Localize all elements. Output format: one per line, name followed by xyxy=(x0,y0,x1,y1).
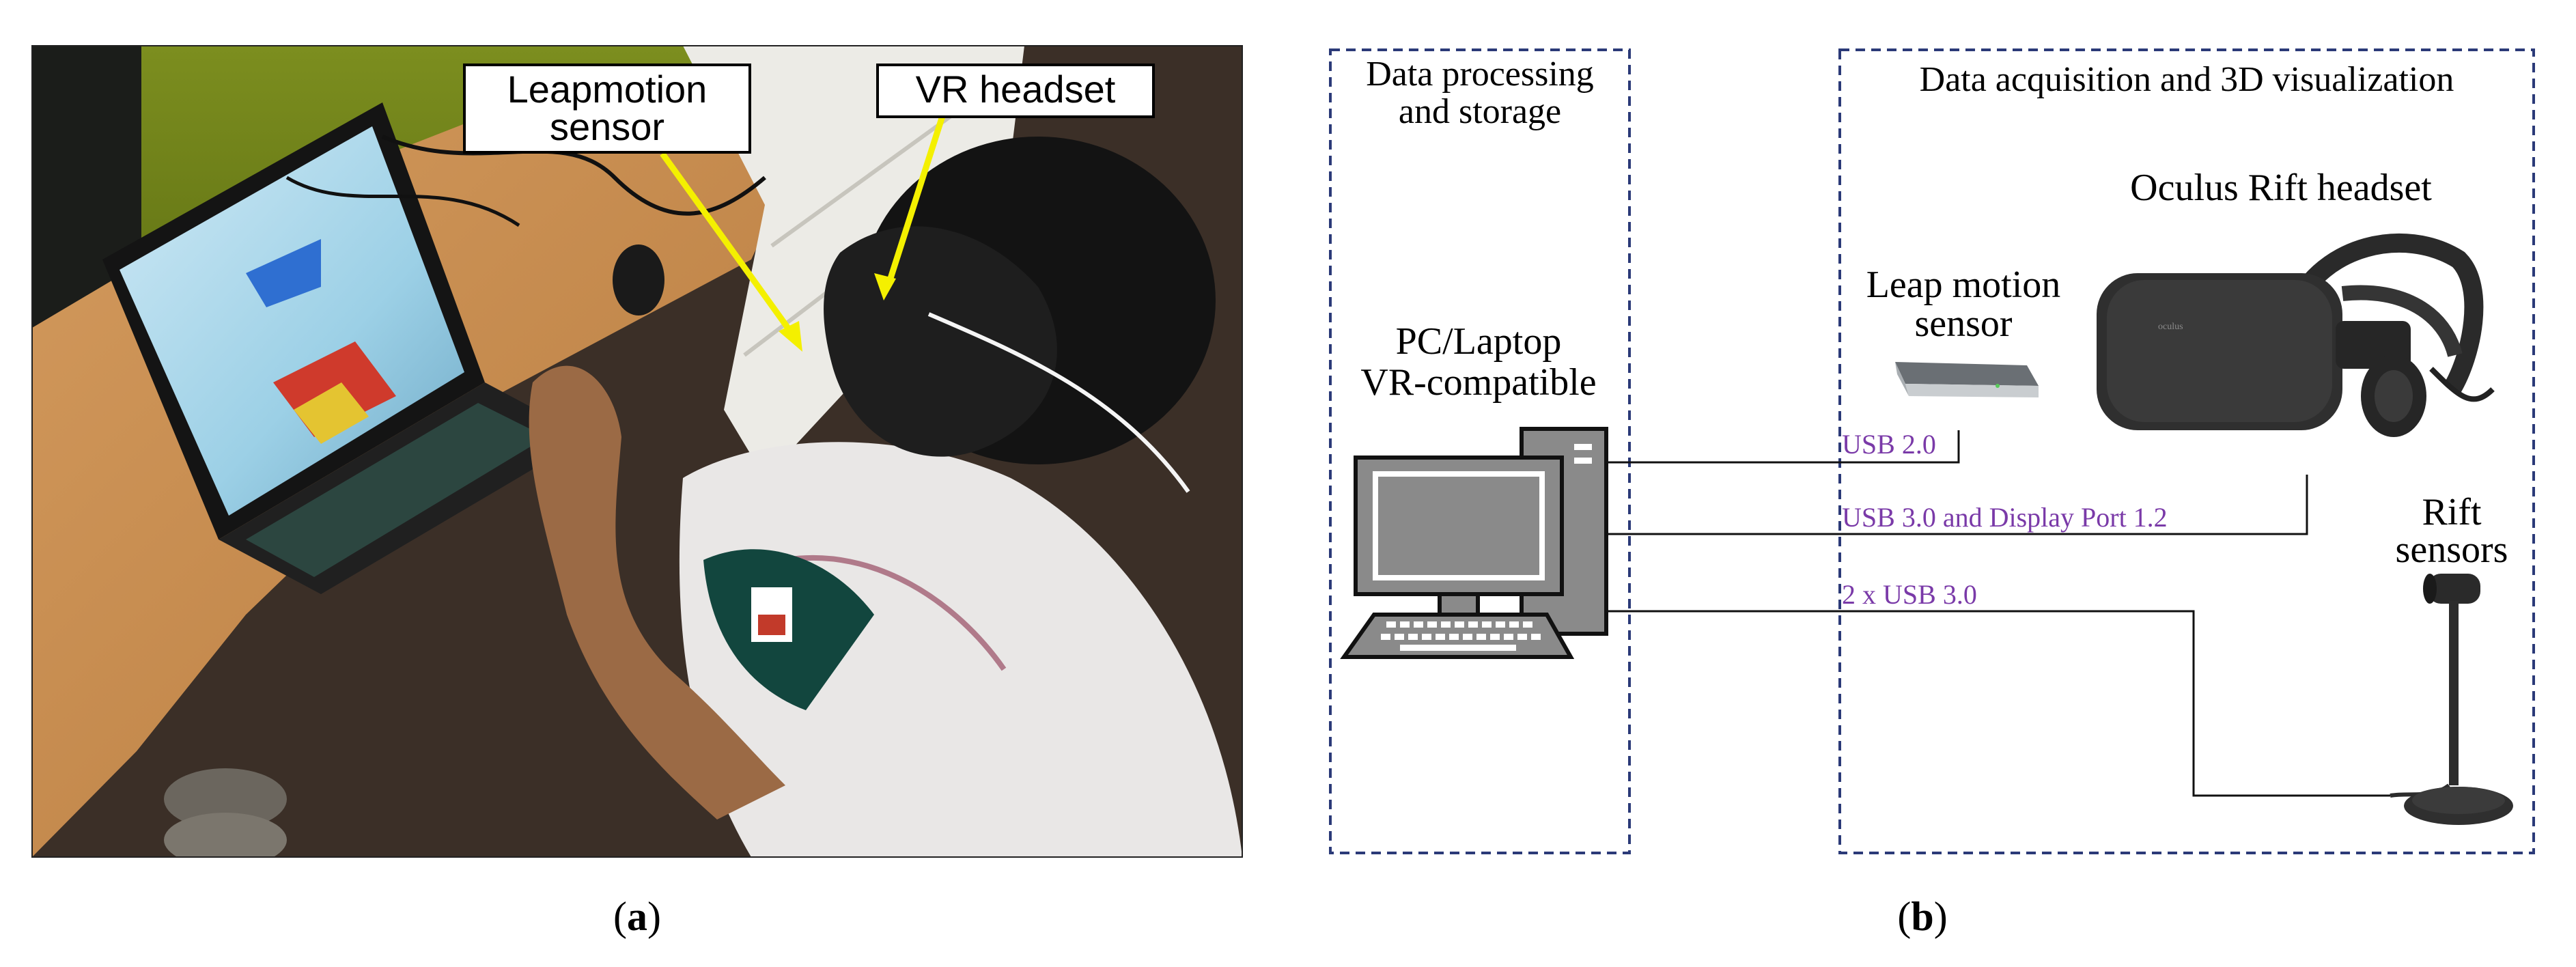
photo-frame xyxy=(31,45,1243,858)
rift-sensor-image xyxy=(2390,574,2513,825)
panel-label-b-close: ) xyxy=(1934,894,1948,939)
diagram-panel: Data processing and storage Data acquisi… xyxy=(1329,48,2535,854)
connection-usb3-display-label: USB 3.0 and Display Port 1.2 xyxy=(1842,502,2168,533)
panel-label-a: (a) xyxy=(613,894,661,939)
callout-leapmotion: Leapmotion sensor xyxy=(463,64,751,154)
callout-leapmotion-line1: Leapmotion xyxy=(507,68,708,111)
callout-arrow-leapmotion xyxy=(660,152,800,344)
leap-label-line2: sensor xyxy=(1914,303,2012,345)
pc-icon xyxy=(1340,427,1608,659)
box-processing-title-line1: Data processing xyxy=(1366,55,1594,94)
photo-laptop-display xyxy=(120,126,464,516)
panel-label-b: (b) xyxy=(1897,894,1947,939)
headset-label: Oculus Rift headset xyxy=(2130,167,2432,209)
panel-label-a-close: ) xyxy=(647,894,661,939)
photo-panel: Leapmotion sensor VR headset xyxy=(31,45,1243,858)
panel-label-b-open: ( xyxy=(1897,894,1911,939)
connection-usb2-line xyxy=(1608,430,1960,464)
panel-label-b-letter: b xyxy=(1911,894,1933,939)
box-data-acquisition xyxy=(1838,48,2535,854)
rift-sensors-label-line2: sensors xyxy=(2396,529,2508,571)
pc-label-line1: PC/Laptop xyxy=(1396,320,1562,363)
callout-vr-headset-label: VR headset xyxy=(916,68,1116,111)
connection-usb3-display-line xyxy=(1606,475,2308,535)
photo-person xyxy=(679,442,1242,857)
panel-label-a-letter: a xyxy=(627,894,647,939)
leap-motion-sensor-image xyxy=(1895,362,2039,397)
box-acquisition-title: Data acquisition and 3D visualization xyxy=(1920,60,2454,99)
oculus-rift-headset-image: oculus xyxy=(2097,233,2495,437)
rift-sensors-label-line1: Rift xyxy=(2422,491,2482,533)
leap-label-line1: Leap motion xyxy=(1866,264,2061,306)
callout-vr-headset: VR headset xyxy=(876,64,1155,118)
callout-arrow-vr-headset xyxy=(884,115,946,288)
panel-label-a-open: ( xyxy=(613,894,627,939)
pc-label-line2: VR-compatible xyxy=(1360,361,1596,404)
connection-2xusb3-label: 2 x USB 3.0 xyxy=(1842,579,1977,610)
headset-brand: oculus xyxy=(2158,322,2183,332)
box-data-processing xyxy=(1329,48,1631,854)
connection-2xusb3-line xyxy=(1606,610,2390,797)
connection-usb2-label: USB 2.0 xyxy=(1842,429,1936,460)
box-processing-title-line2: and storage xyxy=(1399,92,1561,131)
callout-leapmotion-line2: sensor xyxy=(550,105,664,148)
